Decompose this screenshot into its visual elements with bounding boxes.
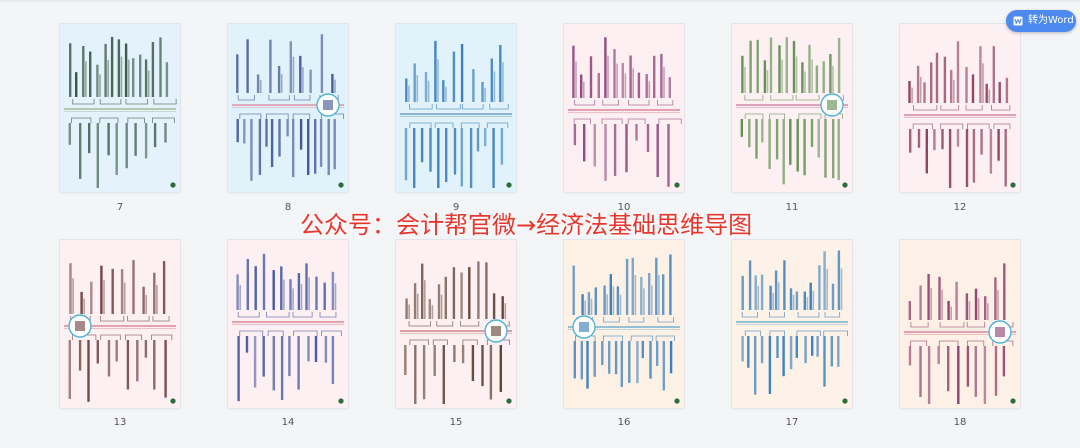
page-number: 10 [617,202,631,213]
page-number: 16 [617,417,631,428]
page-number: 15 [449,417,463,428]
page-thumbnail-13[interactable] [60,240,180,408]
mind-map-preview [228,240,348,408]
page-thumbnail-16[interactable] [564,240,684,408]
page-number: 17 [785,417,799,428]
convert-to-word-label: 转为Word [1028,15,1074,26]
mind-map-preview [564,240,684,408]
top-divider [0,0,1080,2]
watermark-text: 公众号：会计帮官微→经济法基础思维导图 [300,211,753,239]
mind-map-preview [228,24,348,192]
page-number: 18 [953,417,967,428]
page-thumbnail-14[interactable] [228,240,348,408]
page-thumbnail-8[interactable] [228,24,348,192]
convert-to-word-button[interactable]: 转为Word [1006,10,1076,32]
page-number: 14 [281,417,295,428]
page-thumbnail-11[interactable] [732,24,852,192]
mind-map-preview [564,24,684,192]
page-number: 13 [113,417,127,428]
mind-map-preview [900,24,1020,192]
page-thumbnail-10[interactable] [564,24,684,192]
mind-map-preview [60,240,180,408]
page-thumbnail-17[interactable] [732,240,852,408]
mind-map-preview [732,240,852,408]
word-doc-icon [1013,16,1023,26]
mind-map-preview [396,240,516,408]
page-number: 7 [116,202,124,213]
mind-map-preview [732,24,852,192]
page-thumbnail-9[interactable] [396,24,516,192]
page-thumbnail-18[interactable] [900,240,1020,408]
mind-map-preview [900,240,1020,408]
page-number: 9 [452,202,460,213]
page-number: 11 [785,202,799,213]
mind-map-preview [396,24,516,192]
page-number: 8 [284,202,292,213]
page-thumbnail-7[interactable] [60,24,180,192]
page-number: 12 [953,202,967,213]
page-thumbnail-12[interactable] [900,24,1020,192]
page-thumbnail-15[interactable] [396,240,516,408]
mind-map-preview [60,24,180,192]
